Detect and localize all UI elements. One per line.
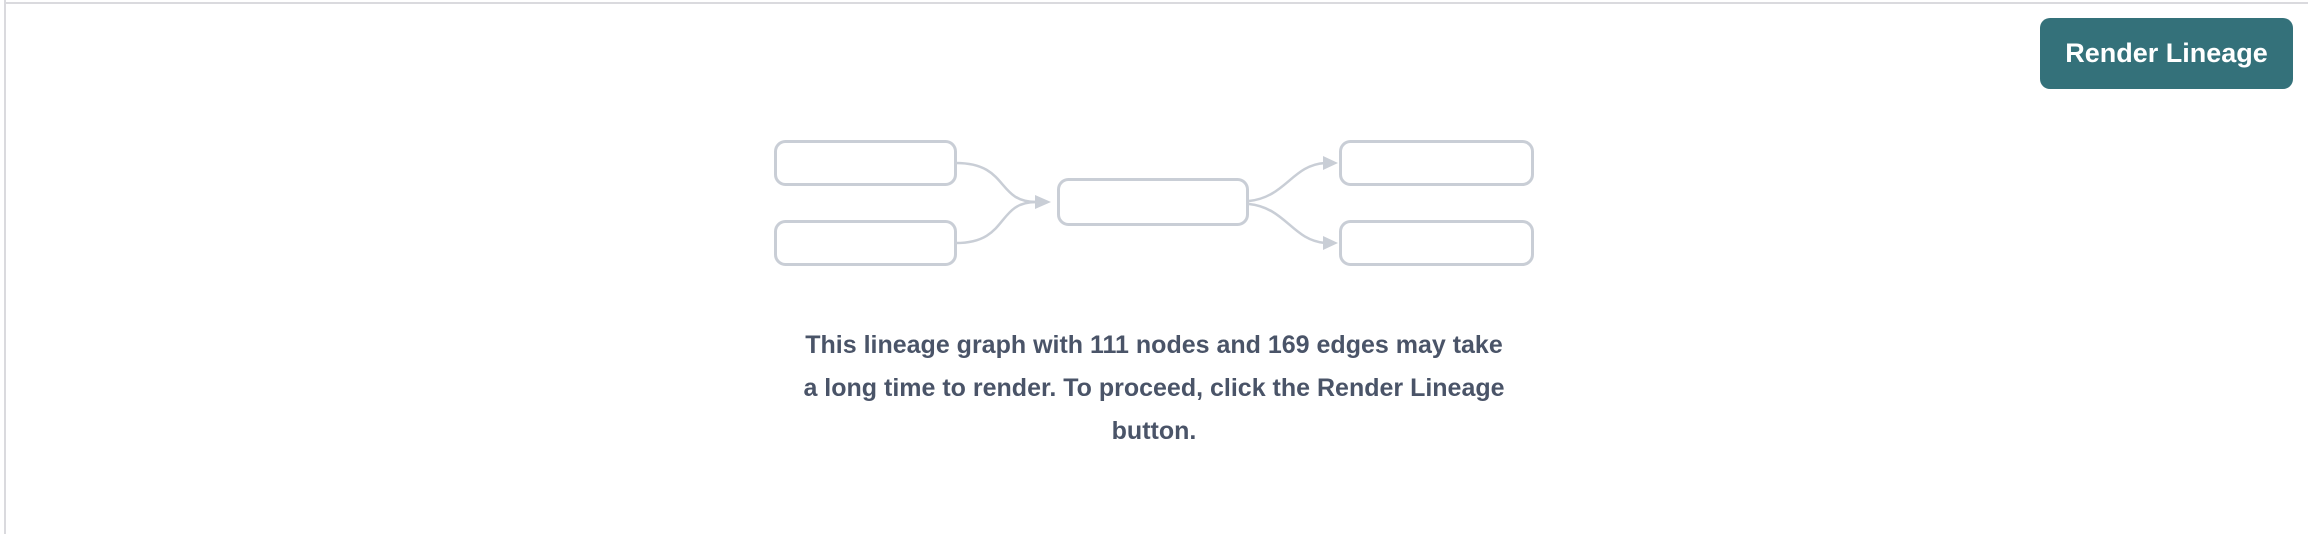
arrowhead-icon — [1323, 156, 1338, 170]
graph-node-box — [1339, 220, 1534, 266]
graph-edge — [1248, 202, 1326, 245]
panel-top-border — [4, 2, 2308, 4]
graph-node-box — [1057, 178, 1249, 226]
graph-node-box — [774, 220, 957, 266]
graph-node-box — [774, 140, 957, 186]
arrowhead-icon — [1323, 236, 1338, 250]
graph-edge — [955, 161, 1037, 204]
graph-edge — [1248, 161, 1326, 203]
graph-edge — [955, 200, 1037, 245]
render-warning-message: This lineage graph with 111 nodes and 16… — [803, 331, 1505, 445]
arrowhead-icon — [1035, 195, 1051, 209]
panel-left-border — [4, 0, 6, 534]
lineage-empty-state: This lineage graph with 111 nodes and 16… — [774, 140, 1534, 453]
lineage-placeholder-graphic — [774, 140, 1534, 266]
render-lineage-button[interactable]: Render Lineage — [2040, 18, 2293, 89]
graph-node-box — [1339, 140, 1534, 186]
